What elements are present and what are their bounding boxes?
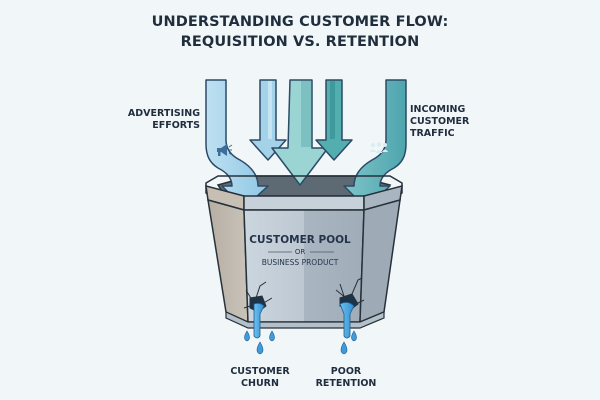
- droplet: [340, 341, 348, 355]
- pool-or-separator: OR: [294, 248, 306, 256]
- water-droplets: [244, 330, 357, 355]
- arrow-center-shade: [301, 81, 311, 147]
- traffic-label-line-2: CUSTOMER: [410, 116, 470, 127]
- poor-retention-label: POOR RETENTION: [306, 366, 386, 390]
- title-line-1: UNDERSTANDING CUSTOMER FLOW:: [151, 14, 449, 30]
- title-line-2: REQUISITION VS. RETENTION: [180, 34, 420, 50]
- churn-label-line-1: CUSTOMER: [230, 366, 290, 377]
- inflow-arrow-center: [271, 79, 329, 186]
- bucket-rim-front: [243, 195, 365, 211]
- retention-label-line-1: POOR: [330, 366, 362, 377]
- customer-pool-label: CUSTOMER POOL: [249, 234, 351, 246]
- right-water-stream: [339, 302, 355, 339]
- churn-label-line-2: CHURN: [241, 378, 279, 389]
- advertising-label-line-1: ADVERTISING: [127, 108, 200, 119]
- arrow-3-shade: [330, 81, 335, 139]
- droplet: [351, 330, 357, 342]
- customer-churn-label: CUSTOMER CHURN: [220, 366, 300, 390]
- droplet: [244, 330, 250, 342]
- left-water-stream: [253, 302, 265, 339]
- advertising-efforts-label: ADVERTISING EFFORTS: [100, 108, 200, 132]
- traffic-label-line-3: TRAFFIC: [410, 128, 455, 139]
- traffic-label-line-1: INCOMING: [410, 104, 466, 115]
- incoming-traffic-label: INCOMING CUSTOMER TRAFFIC: [410, 104, 530, 140]
- retention-label-line-2: RETENTION: [315, 378, 377, 389]
- megaphone-icon: [217, 144, 233, 156]
- business-product-label: BUSINESS PRODUCT: [261, 258, 339, 267]
- people-group-icon: [370, 142, 388, 153]
- droplet: [269, 330, 275, 342]
- droplet: [256, 341, 264, 355]
- advertising-label-line-2: EFFORTS: [152, 120, 200, 131]
- diagram-title: UNDERSTANDING CUSTOMER FLOW: REQUISITION…: [0, 12, 600, 52]
- arrow-1-highlight: [268, 81, 272, 139]
